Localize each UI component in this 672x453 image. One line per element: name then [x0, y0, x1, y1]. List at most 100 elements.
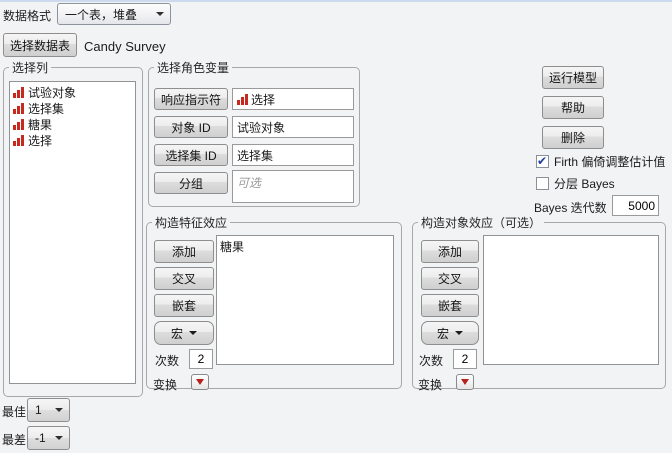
chevron-down-icon — [455, 331, 463, 335]
hierarchical-bayes-checkbox-label: 分层 Bayes — [554, 177, 615, 191]
feature-degree-label: 次数 — [155, 354, 180, 368]
hierarchical-bayes-checkbox[interactable] — [536, 177, 549, 190]
subject-id-button[interactable]: 对象 ID — [154, 116, 228, 138]
help-button[interactable]: 帮助 — [542, 96, 604, 119]
subject-degree-input[interactable] — [453, 349, 477, 369]
nominal-column-icon — [13, 118, 24, 130]
choice-set-id-field[interactable]: 选择集 — [232, 144, 354, 166]
cross-label: 交叉 — [437, 272, 462, 286]
feature-macros-button[interactable]: 宏 — [154, 321, 214, 345]
column-list-item[interactable]: 选择集 — [11, 100, 134, 116]
select-columns-group: 选择列 试验对象 选择集 糖果 选择 — [3, 59, 143, 397]
subject-add-button[interactable]: 添加 — [421, 240, 479, 263]
subject-degree-label: 次数 — [419, 354, 444, 368]
run-model-button[interactable]: 运行模型 — [542, 66, 604, 89]
feature-transform-label: 变换 — [153, 378, 178, 392]
feature-cross-button[interactable]: 交叉 — [154, 267, 214, 290]
choice-set-id-value: 选择集 — [237, 148, 274, 163]
chevron-down-icon — [156, 12, 164, 16]
nest-label: 嵌套 — [437, 299, 462, 313]
hierarchical-bayes-checkbox-row[interactable]: 分层 Bayes — [536, 175, 615, 192]
chevron-down-icon — [55, 408, 63, 412]
effect-list-item[interactable]: 糖果 — [218, 238, 392, 254]
firth-checkbox-row[interactable]: Firth 偏倚调整估计值 — [536, 153, 665, 170]
feature-degree-input[interactable] — [189, 349, 213, 369]
select-data-table-button[interactable]: 选择数据表 — [3, 33, 77, 57]
subject-id-label: 对象 ID — [171, 120, 211, 135]
column-list-item[interactable]: 选择 — [11, 132, 134, 148]
feature-effects-title: 构造特征效应 — [152, 214, 231, 231]
subject-cross-button[interactable]: 交叉 — [421, 267, 479, 290]
feature-nest-button[interactable]: 嵌套 — [154, 294, 214, 317]
subject-transform-menu-button[interactable] — [456, 374, 474, 390]
select-columns-title: 选择列 — [9, 59, 52, 76]
add-label: 添加 — [437, 245, 462, 259]
run-model-label: 运行模型 — [548, 71, 597, 85]
feature-add-button[interactable]: 添加 — [154, 240, 214, 263]
subject-effects-list[interactable] — [483, 235, 659, 365]
select-columns-list[interactable]: 试验对象 选择集 糖果 选择 — [9, 81, 136, 384]
bayes-iterations-input[interactable] — [612, 195, 659, 216]
worst-combobox[interactable]: -1 — [27, 426, 70, 450]
macros-label: 宏 — [170, 326, 183, 341]
data-format-label: 数据格式 — [3, 9, 52, 23]
data-format-combobox[interactable]: 一个表，堆叠 — [57, 3, 171, 25]
nominal-column-icon — [13, 102, 24, 114]
grouping-button[interactable]: 分组 — [154, 172, 228, 194]
column-label: 试验对象 — [28, 85, 77, 100]
subject-transform-label: 变换 — [418, 378, 443, 392]
column-label: 选择 — [28, 133, 53, 148]
remove-button[interactable]: 删除 — [542, 126, 604, 149]
subject-id-value: 试验对象 — [237, 120, 286, 135]
best-combobox[interactable]: 1 — [27, 398, 70, 422]
bayes-iterations-label: Bayes 迭代数 — [534, 201, 607, 215]
response-indicator-label: 响应指示符 — [160, 92, 221, 107]
column-label: 选择集 — [28, 101, 65, 116]
table-name: Candy Survey — [84, 39, 166, 54]
add-label: 添加 — [171, 245, 196, 259]
subject-id-field[interactable]: 试验对象 — [232, 116, 354, 138]
best-value: 1 — [35, 403, 42, 417]
grouping-placeholder: 可选 — [237, 176, 262, 190]
feature-effects-group: 构造特征效应 添加 交叉 嵌套 宏 次数 变换 糖果 — [146, 214, 402, 392]
response-indicator-button[interactable]: 响应指示符 — [154, 88, 228, 110]
firth-checkbox-label: Firth 偏倚调整估计值 — [554, 155, 666, 169]
nominal-column-icon — [13, 86, 24, 98]
subject-macros-button[interactable]: 宏 — [421, 321, 479, 345]
feature-transform-menu-button[interactable] — [191, 374, 209, 390]
worst-value: -1 — [35, 431, 46, 445]
choice-set-id-label: 选择集 ID — [165, 148, 217, 163]
subject-effects-group: 构造对象效应（可选） 添加 交叉 嵌套 宏 次数 变换 — [412, 214, 666, 392]
nest-label: 嵌套 — [171, 299, 196, 313]
macros-label: 宏 — [436, 326, 449, 341]
remove-label: 删除 — [560, 131, 585, 145]
feature-effects-list[interactable]: 糖果 — [216, 235, 394, 365]
select-data-table-label: 选择数据表 — [9, 38, 70, 53]
subject-effects-title: 构造对象效应（可选） — [418, 214, 545, 231]
grouping-field[interactable]: 可选 — [232, 170, 354, 203]
nominal-column-icon — [237, 93, 248, 105]
red-triangle-icon — [461, 379, 469, 385]
chevron-down-icon — [55, 436, 63, 440]
column-list-item[interactable]: 糖果 — [11, 116, 134, 132]
worst-label: 最差 — [2, 433, 27, 447]
red-triangle-icon — [196, 379, 204, 385]
data-format-value: 一个表，堆叠 — [65, 7, 138, 22]
nominal-column-icon — [13, 134, 24, 146]
choice-set-id-button[interactable]: 选择集 ID — [154, 144, 228, 166]
column-list-item[interactable]: 试验对象 — [11, 84, 134, 100]
firth-checkbox[interactable] — [536, 154, 549, 168]
cross-label: 交叉 — [171, 272, 196, 286]
grouping-label: 分组 — [178, 176, 203, 191]
chevron-down-icon — [189, 331, 197, 335]
column-label: 糖果 — [28, 117, 53, 132]
response-indicator-value: 选择 — [251, 92, 276, 107]
help-label: 帮助 — [560, 101, 585, 115]
role-variables-group: 选择角色变量 响应指示符 选择 对象 ID 试验对象 选择集 ID 选择集 分组… — [148, 59, 360, 207]
best-label: 最佳 — [2, 405, 27, 419]
response-indicator-field[interactable]: 选择 — [232, 88, 354, 110]
effect-label: 糖果 — [220, 239, 245, 254]
role-variables-title: 选择角色变量 — [154, 59, 233, 76]
subject-nest-button[interactable]: 嵌套 — [421, 294, 479, 317]
